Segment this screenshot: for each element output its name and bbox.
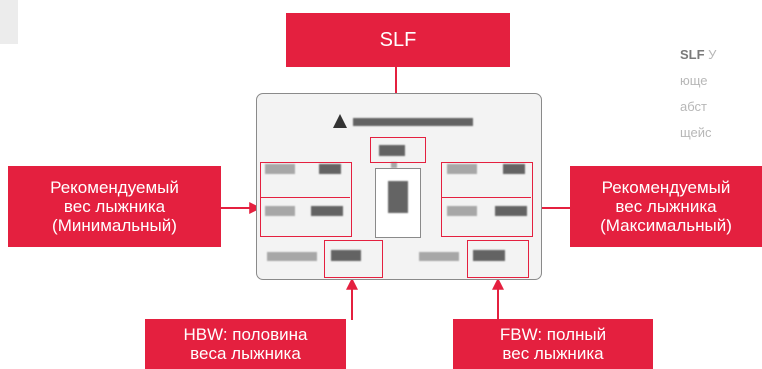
callout-hbw-line2: веса лыжника xyxy=(190,344,301,363)
highlight-max-divider xyxy=(441,197,531,198)
callout-recommended-min: Рекомендуемый вес лыжника (Минимальный) xyxy=(8,166,221,247)
max-row2-right xyxy=(495,206,527,216)
hbw-row-value xyxy=(331,250,361,261)
brand-logo-text xyxy=(353,118,473,126)
min-row1-right xyxy=(319,164,341,174)
callout-recommended-min-line1: Рекомендуемый xyxy=(50,177,179,197)
corner-panel xyxy=(0,0,18,44)
fbw-row-value xyxy=(473,250,505,261)
callout-recommended-max-line1: Рекомендуемый xyxy=(601,177,731,197)
fbw-row-label xyxy=(419,252,459,261)
callout-fbw-line2: вес лыжника xyxy=(502,344,604,363)
callout-slf-text: SLF xyxy=(379,28,417,51)
highlight-min-weight xyxy=(260,162,352,237)
min-row1-left xyxy=(265,164,295,174)
callout-hbw: HBW: половина веса лыжника xyxy=(145,319,346,369)
center-divider xyxy=(391,162,397,168)
side-paragraph-lead: SLF xyxy=(680,47,705,62)
side-paragraph-line2: юще xyxy=(680,73,708,88)
side-paragraph-line1-rest: У xyxy=(704,47,717,62)
side-paragraph-line1: SLF У xyxy=(680,46,716,64)
callout-fbw: FBW: полный вес лыжника xyxy=(453,319,653,369)
callout-recommended-min-line3: (Минимальный) xyxy=(52,216,177,236)
side-paragraph-line4: щейс xyxy=(680,125,712,140)
highlight-slf xyxy=(370,137,426,163)
callout-recommended-max: Рекомендуемый вес лыжника (Максимальный) xyxy=(570,166,762,247)
min-row2-right xyxy=(311,206,343,216)
max-row1-left xyxy=(447,164,477,174)
brand-logo-icon xyxy=(333,114,347,128)
center-gauge xyxy=(375,168,421,238)
max-row1-right xyxy=(503,164,525,174)
callout-recommended-max-line2: вес лыжника xyxy=(615,196,717,216)
callout-hbw-line1: HBW: половина xyxy=(183,324,308,344)
highlight-max-weight xyxy=(441,162,533,237)
callout-fbw-line1: FBW: полный xyxy=(499,324,607,344)
callout-recommended-max-line3: (Максимальный) xyxy=(600,216,732,236)
ski-weight-sticker xyxy=(256,93,542,280)
highlight-fbw xyxy=(467,240,529,278)
slf-value xyxy=(379,145,405,156)
max-row2-left xyxy=(447,206,477,216)
side-paragraph-line3: абст xyxy=(680,99,707,114)
min-row2-left xyxy=(265,206,295,216)
callout-recommended-min-line2: вес лыжника xyxy=(63,196,166,216)
callout-slf: SLF xyxy=(286,13,510,67)
hbw-row-label xyxy=(267,252,317,261)
highlight-hbw xyxy=(324,240,383,278)
highlight-min-divider xyxy=(260,197,350,198)
